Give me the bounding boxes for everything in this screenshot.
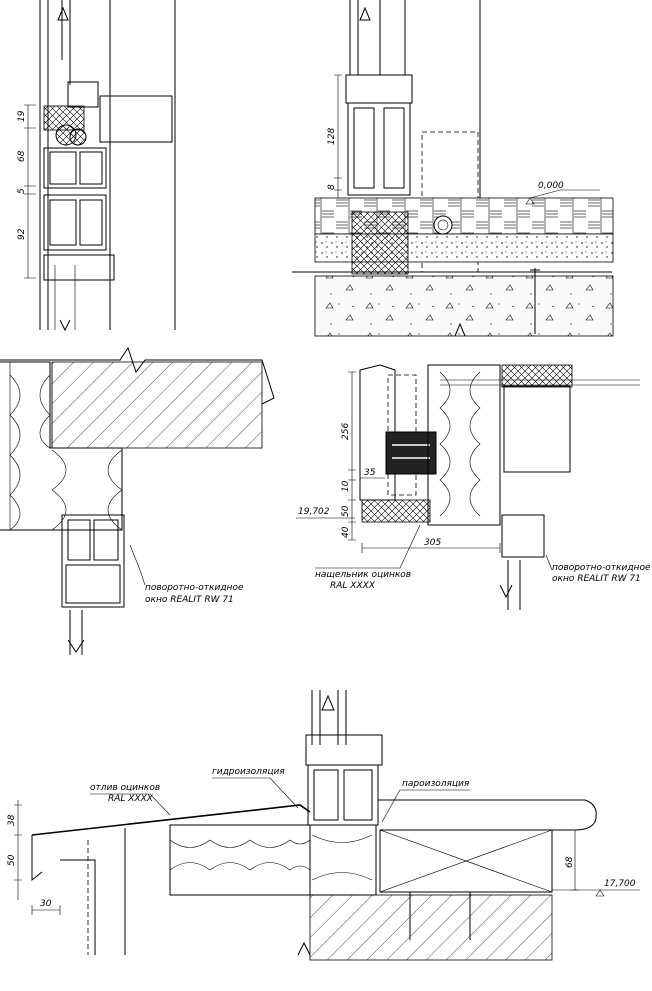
window-label-line2: окно REALIT RW 71 [552, 574, 641, 584]
dim-19: 19 [17, 110, 27, 122]
detail-top-right: 128 8 0,000 [292, 0, 614, 337]
level-17700: 17,700 [604, 879, 636, 889]
dim-8: 8 [327, 184, 337, 190]
vapor-barrier-label: пароизоляция [402, 779, 470, 789]
dim-50: 50 [7, 854, 17, 866]
dim-68: 68 [565, 856, 575, 868]
dim-305: 305 [424, 538, 441, 548]
dim-35: 35 [364, 468, 376, 478]
waterproofing-label: гидроизоляция [212, 767, 285, 777]
dim-5: 5 [17, 188, 27, 194]
dim-10: 10 [341, 480, 351, 492]
dim-40: 40 [341, 526, 351, 538]
dim-68: 68 [17, 150, 27, 162]
dim-92: 92 [17, 228, 27, 240]
window-label-line2: окно REALIT RW 71 [145, 595, 234, 605]
detail-top-left: 19 68 5 92 [17, 0, 176, 332]
dim-38: 38 [7, 814, 17, 826]
window-label-line1: поворотно-откидное [145, 583, 244, 593]
window-label-line1: поворотно-откидное [552, 563, 651, 573]
sill-label-line1: нащельник оцинков [315, 570, 411, 580]
drip-label-line1: отлив оцинков [90, 783, 160, 793]
level-19702: 19,702 [298, 507, 330, 517]
dim-128: 128 [327, 128, 337, 145]
detail-bottom: 38 50 30 68 17,700 отлив оцинков RAL XXX… [7, 690, 640, 961]
sill-label-line2: RAL XXXX [330, 581, 376, 591]
detail-mid-right: 256 35 10 50 40 305 19,702 нащельник оци… [296, 364, 651, 610]
dim-30: 30 [40, 899, 52, 909]
dim-256: 256 [341, 423, 351, 440]
drip-label-line2: RAL XXXX [108, 794, 154, 804]
dim-50: 50 [341, 505, 351, 517]
level-0000: 0,000 [538, 181, 564, 191]
detail-mid-left: поворотно-откидное окно REALIT RW 71 [0, 346, 275, 655]
